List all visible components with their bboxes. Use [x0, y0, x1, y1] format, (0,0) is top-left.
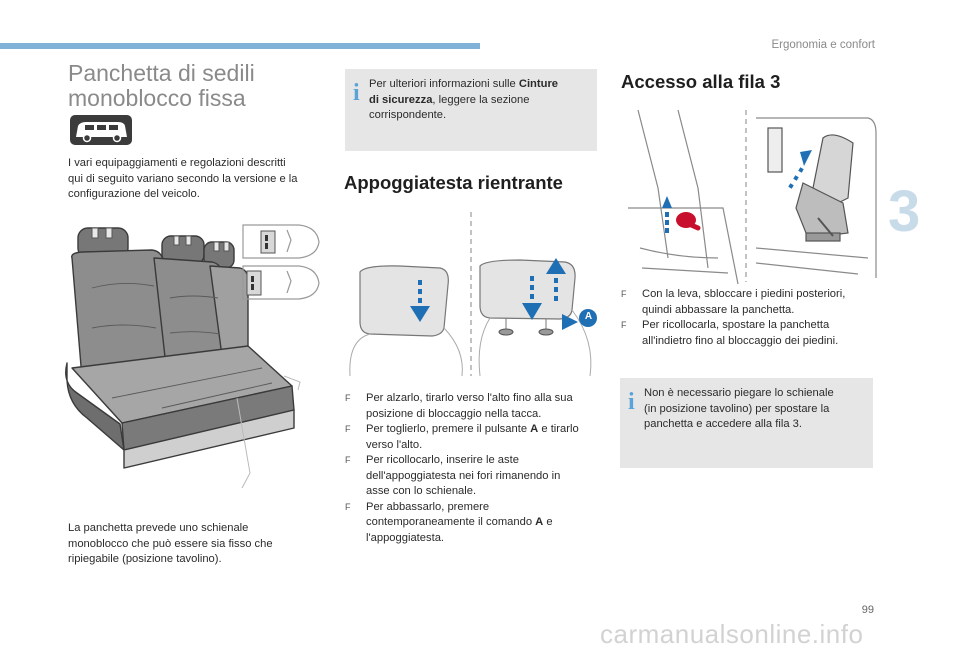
section-title-row3: Accesso alla fila 3	[621, 71, 781, 92]
chapter-title: Ergonomia e confort	[771, 39, 875, 51]
seat-layout-diagram	[242, 224, 320, 300]
chapter-number: 3	[888, 179, 921, 244]
section-title-headrest: Appoggiatesta rientrante	[344, 172, 563, 193]
headrest-instructions: F Per alzarlo, tirarlo verso l'alto fino…	[345, 391, 605, 546]
top-accent-bar	[0, 43, 480, 49]
row3-access-illustration	[628, 109, 877, 284]
headrest-illustration	[349, 212, 597, 377]
info-box-row3: i Non è necessario piegare lo schienale …	[620, 378, 873, 468]
bench-seat-illustration	[65, 227, 301, 489]
list-item: F Per ricollocarla, spostare la panchett…	[621, 319, 839, 347]
van-icon	[70, 115, 132, 145]
info-icon: i	[353, 80, 360, 106]
row3-instructions: F Con la leva, sbloccare i piedini poste…	[621, 287, 876, 349]
section-title-panchetta: Panchetta di sedili monoblocco fissa	[68, 60, 255, 111]
bench-caption: La panchetta prevede uno schienale monob…	[68, 522, 273, 565]
list-item: F Per toglierlo, premere il pulsante A e…	[345, 423, 579, 451]
list-item: F Con la leva, sbloccare i piedini poste…	[621, 288, 846, 316]
intro-text: I vari equipaggiamenti e regolazioni des…	[68, 157, 298, 200]
label-a: A	[584, 311, 593, 322]
list-item: F Per alzarlo, tirarlo verso l'alto fino…	[345, 392, 573, 420]
page-number: 99	[861, 604, 874, 616]
watermark: carmanualsonline.info	[600, 619, 864, 649]
info-icon: i	[628, 389, 635, 415]
info-box-seatbelts: i Per ulteriori informazioni sulle Cintu…	[345, 69, 597, 151]
list-item: F Per abbassarlo, premere contemporaneam…	[345, 500, 553, 544]
